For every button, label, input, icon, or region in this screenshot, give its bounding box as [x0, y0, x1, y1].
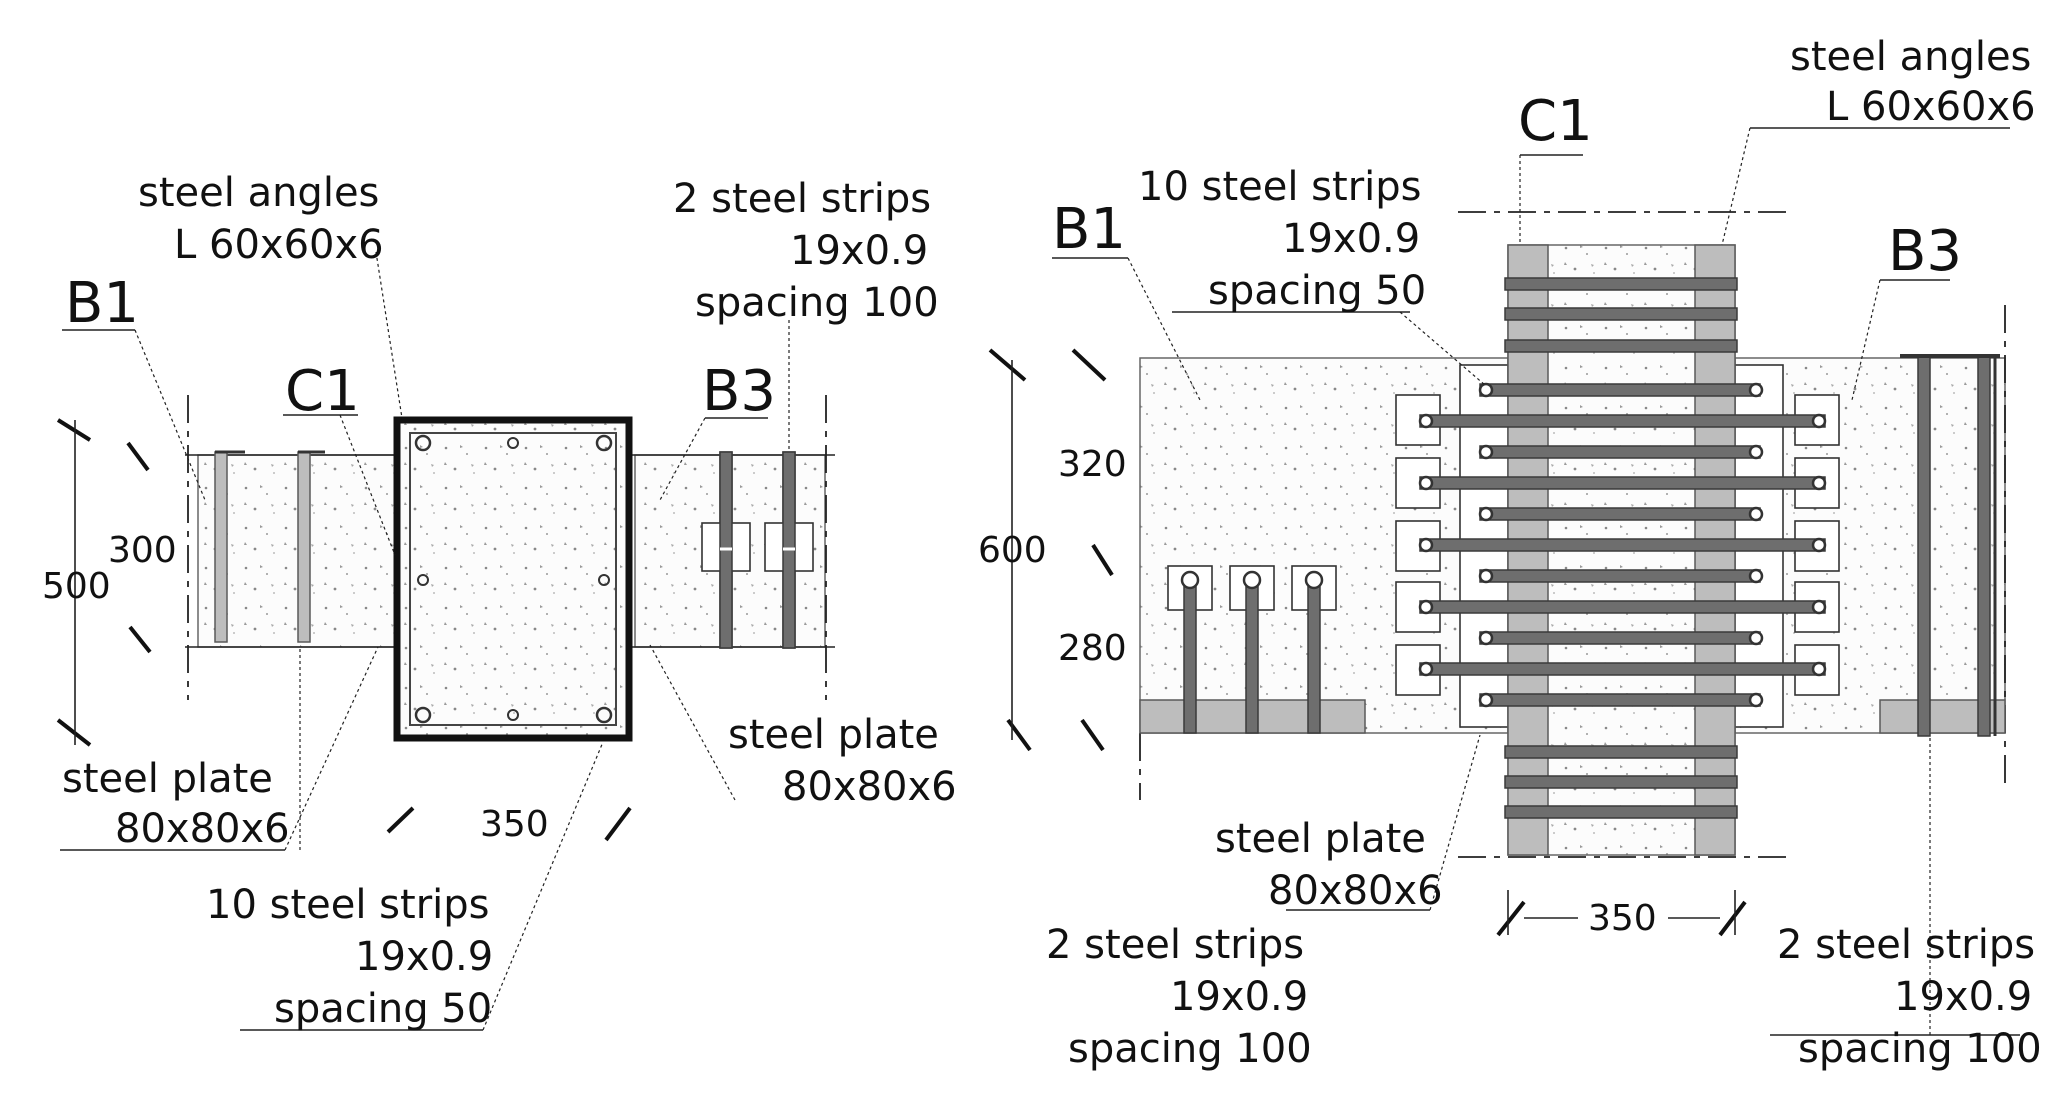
- right-dim-320: 320: [1058, 444, 1127, 485]
- left-view: steel angles L 60x60x6 2 steel strips 19…: [42, 170, 957, 1032]
- left-steel-angles-label: steel angles: [138, 170, 379, 216]
- left-column-c1: [393, 416, 633, 742]
- left-dim-300: 300: [108, 530, 177, 571]
- right-2-strips-left-spacing: spacing 100: [1068, 1026, 1312, 1072]
- left-dimension-ticks: [56, 418, 632, 842]
- left-2-strips-label: 2 steel strips: [673, 176, 931, 222]
- right-2-strips-right-spacing: spacing 100: [1798, 1026, 2042, 1072]
- left-b1-label: B1: [65, 271, 139, 336]
- left-plate-label: steel plate: [62, 756, 273, 802]
- right-steel-angles-label: steel angles: [1790, 34, 2031, 80]
- left-dim-350: 350: [480, 804, 549, 845]
- right-2-strips-left-label: 2 steel strips: [1046, 922, 1304, 968]
- left-plate-right-label: steel plate: [728, 712, 939, 758]
- right-dim-350: 350: [1588, 898, 1657, 939]
- right-10-strips-spacing: spacing 50: [1208, 268, 1426, 314]
- right-dim-280: 280: [1058, 628, 1127, 669]
- left-plate-right-size: 80x80x6: [782, 764, 957, 810]
- left-c1-label: C1: [285, 359, 360, 424]
- left-dim-500: 500: [42, 566, 111, 607]
- right-10-strips-label: 10 steel strips: [1138, 164, 1422, 210]
- right-dimension-ticks: [988, 348, 1747, 937]
- right-leaders: [1052, 127, 2020, 1036]
- left-b3-label: B3: [702, 359, 776, 424]
- left-2-strips-spacing: spacing 100: [695, 280, 939, 326]
- left-column-corner-bars: [414, 434, 613, 724]
- left-leaders: [60, 251, 790, 1031]
- right-dim-600: 600: [978, 530, 1047, 571]
- left-10-strips-size: 19x0.9: [355, 934, 493, 980]
- left-2-strips-size: 19x0.9: [790, 228, 928, 274]
- left-steel-angle-2: [297, 451, 311, 643]
- right-2-strips-left-size: 19x0.9: [1170, 974, 1308, 1020]
- right-b3-strips: [1900, 354, 2000, 737]
- left-steel-angle-1: [214, 451, 228, 643]
- left-10-strips-spacing: spacing 50: [274, 986, 492, 1032]
- right-b1-strips: [1167, 565, 1337, 734]
- right-10-strips-size: 19x0.9: [1282, 216, 1420, 262]
- right-b3-label: B3: [1888, 219, 1962, 284]
- right-column-strips: [1418, 277, 1827, 819]
- right-2-strips-right-label: 2 steel strips: [1777, 922, 2035, 968]
- right-b1-label: B1: [1052, 197, 1126, 262]
- right-steel-angles-size: L 60x60x6: [1826, 84, 2036, 130]
- right-plate-size: 80x80x6: [1268, 868, 1443, 914]
- right-c1-label: C1: [1518, 89, 1593, 154]
- right-2-strips-right-size: 19x0.9: [1894, 974, 2032, 1020]
- left-plate-size: 80x80x6: [115, 806, 290, 852]
- left-10-strips-label: 10 steel strips: [206, 882, 490, 928]
- left-steel-angles-size: L 60x60x6: [174, 222, 384, 268]
- left-column-strips-frame: [409, 432, 617, 726]
- right-plate-label: steel plate: [1215, 816, 1426, 862]
- right-view: C1 steel angles L 60x60x6 10 steel strip…: [978, 34, 2042, 1072]
